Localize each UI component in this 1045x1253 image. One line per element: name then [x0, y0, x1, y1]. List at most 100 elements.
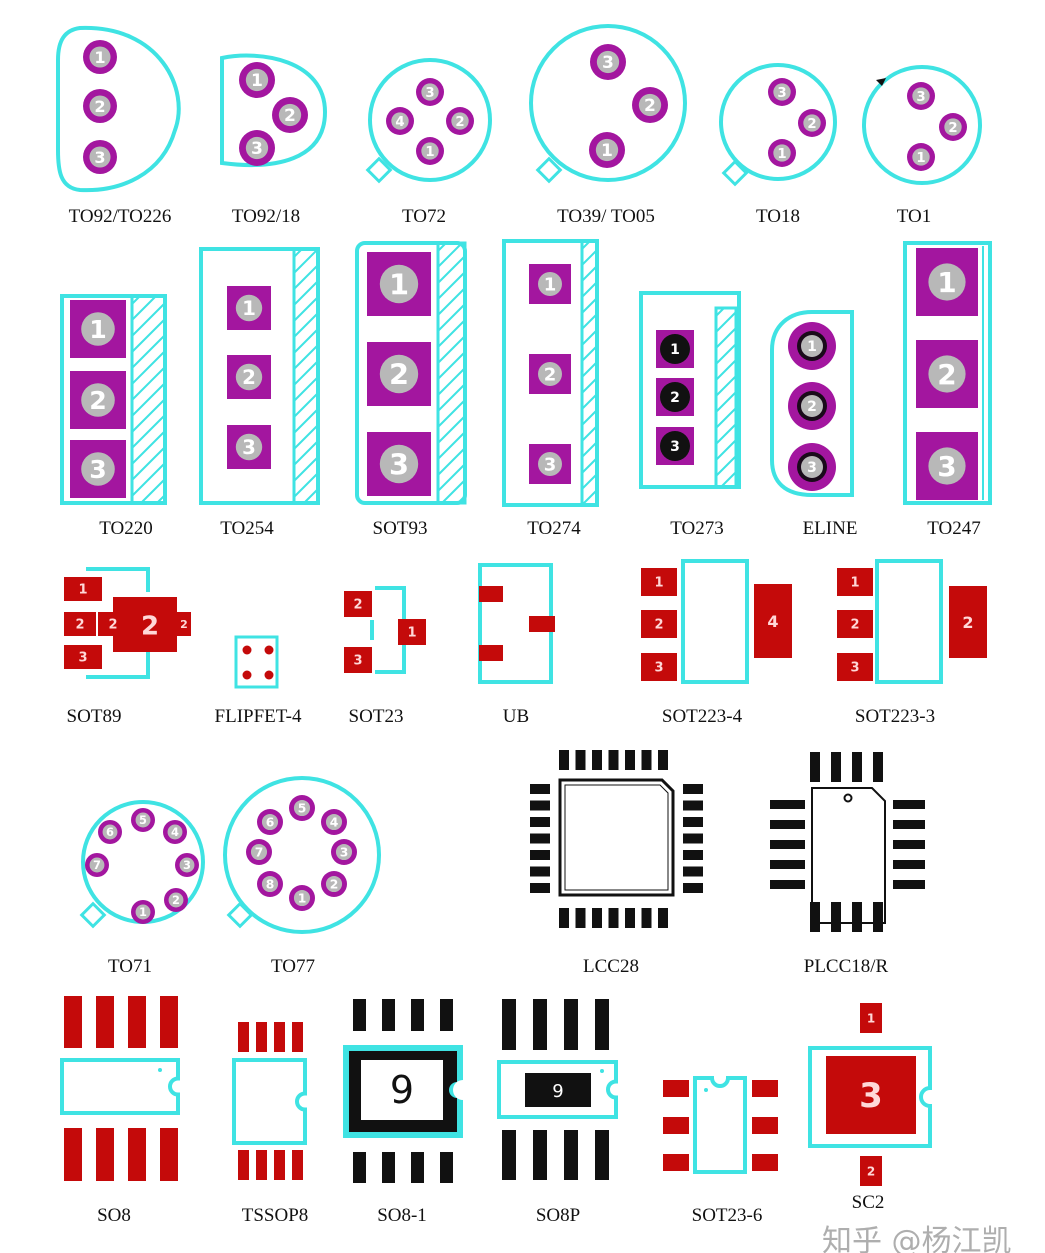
- lcc-pad: [625, 908, 635, 928]
- package-flipfet-4: FLIPFET-4: [215, 635, 302, 727]
- pad-hole: [379, 264, 419, 304]
- so-pad: [564, 999, 578, 1050]
- pin-number: 2: [937, 358, 956, 391]
- plcc-pad: [893, 880, 925, 889]
- smd-pad: [837, 653, 873, 681]
- pad-hole: [660, 382, 690, 412]
- lcc-pad: [592, 750, 602, 770]
- smd-pad: [663, 1117, 689, 1134]
- pad-hole: [245, 68, 269, 92]
- plcc-pad: [770, 880, 805, 889]
- pad-hole: [379, 444, 419, 484]
- package-label: UB: [503, 706, 529, 727]
- pin-number: 1: [654, 576, 663, 591]
- smd-pad: [752, 1080, 778, 1097]
- pad-hole: [235, 363, 263, 391]
- smd-pad: [837, 568, 873, 596]
- pad-hole: [660, 431, 690, 461]
- pin1-marker: [843, 793, 853, 803]
- lcc-pad: [608, 908, 619, 928]
- pin-number: 4: [395, 115, 404, 130]
- lcc-pad: [559, 908, 569, 928]
- pad-hole: [912, 87, 930, 105]
- lcc-pad: [658, 908, 668, 928]
- pad-hole: [803, 114, 821, 132]
- pin1-marker: [704, 1088, 708, 1092]
- pad-hole: [451, 112, 469, 130]
- package-label: SOT223-4: [662, 706, 743, 727]
- smd-pad: [292, 1022, 303, 1052]
- plcc-pad: [852, 752, 862, 782]
- lcc-pad: [683, 883, 703, 893]
- lcc-pad: [575, 750, 586, 770]
- package-outline: [60, 1058, 180, 1115]
- pin-number: 5: [298, 801, 307, 815]
- smd-pad: [949, 586, 987, 658]
- smd-pad: [160, 996, 178, 1048]
- pad-hole: [928, 447, 966, 485]
- smd-pad: [837, 610, 873, 638]
- pin-number: 1: [425, 145, 434, 160]
- pin-number: 3: [670, 439, 680, 455]
- lcc-pad: [530, 833, 550, 844]
- pad-hole: [538, 272, 562, 296]
- smd-pad: [479, 645, 503, 661]
- package-outline: [719, 63, 837, 181]
- package-outline: [529, 24, 687, 182]
- pad-hole: [135, 904, 151, 920]
- pad-hole: [89, 46, 111, 68]
- pad-hole: [912, 148, 930, 166]
- lcc-pad: [641, 750, 652, 770]
- pad-hole: [81, 312, 115, 346]
- package-label: TO247: [927, 518, 980, 539]
- pad-hole: [660, 334, 690, 364]
- pin-number: 3: [807, 460, 817, 476]
- hatch-lines: [581, 240, 598, 506]
- smd-pad: [344, 591, 372, 617]
- pin-number: 3: [859, 1076, 883, 1116]
- pad-hole: [538, 362, 562, 386]
- lcc-pad: [530, 817, 550, 827]
- package-label: TO92/18: [232, 206, 300, 227]
- package-outline: [770, 310, 854, 497]
- so-pad: [382, 1152, 395, 1183]
- pad-hole: [89, 146, 111, 168]
- pin-number: 1: [937, 266, 956, 299]
- so-pad: [564, 1130, 578, 1180]
- package-outline: [370, 586, 406, 674]
- plcc-pad: [893, 800, 925, 809]
- lcc-pad: [530, 784, 550, 794]
- package-outline: [693, 1076, 747, 1174]
- lcc-pad: [658, 750, 668, 770]
- pin-number: 2: [654, 618, 663, 633]
- smd-pad: [860, 1156, 882, 1186]
- pin-number: 2: [962, 613, 973, 632]
- lcc-pad: [530, 883, 550, 893]
- pad-hole: [421, 142, 439, 160]
- marking-text: 9: [552, 1081, 563, 1102]
- so-pad: [411, 1152, 424, 1183]
- package-outline: [497, 1060, 618, 1119]
- pin-number: 1: [916, 151, 925, 166]
- pad-hole: [89, 95, 111, 117]
- pin-number: 1: [389, 267, 409, 301]
- pin-number: 6: [106, 825, 114, 839]
- pin-number: 3: [544, 454, 557, 475]
- smd-pad: [826, 1056, 916, 1134]
- pin-number: 3: [602, 53, 614, 73]
- package-outline: [368, 58, 492, 182]
- smd-pad: [752, 1117, 778, 1134]
- pad-hole: [325, 813, 343, 831]
- pin-number: 1: [407, 626, 416, 641]
